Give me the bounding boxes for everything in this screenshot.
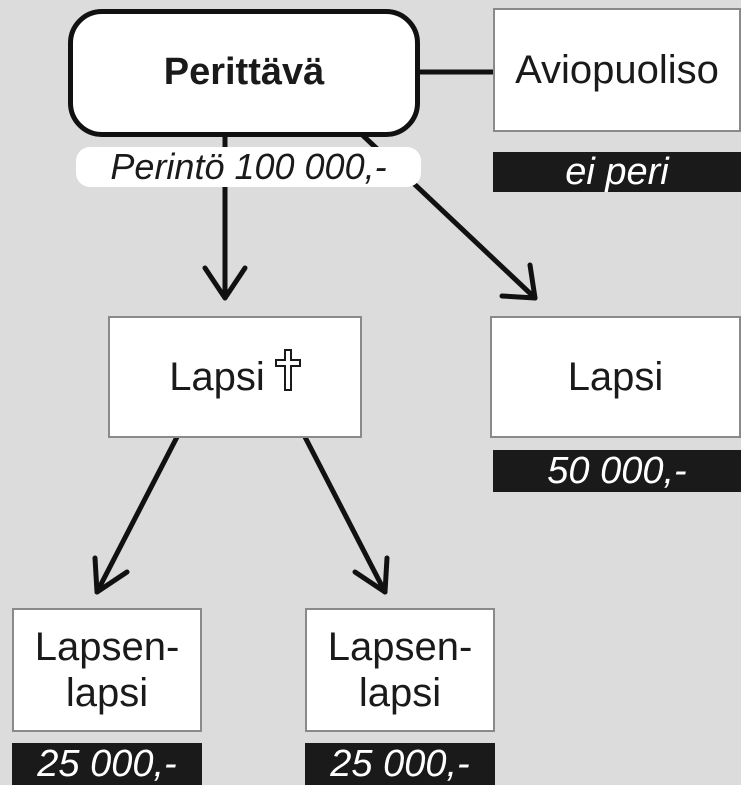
- cross-icon: [274, 349, 301, 401]
- spouse-share-tag: ei peri: [493, 152, 741, 192]
- grandchild-2-arrowhead: [352, 555, 390, 595]
- deceased-person-box: Perittävä: [68, 9, 420, 137]
- deceased-child-box: Lapsi: [108, 316, 362, 438]
- spouse-label: Aviopuoliso: [515, 48, 719, 92]
- grandchild-label-line1: Lapsen-: [327, 625, 473, 669]
- spouse-box: Aviopuoliso: [493, 8, 741, 132]
- grandchild-label-line2: lapsi: [65, 671, 149, 715]
- deceased-child-arrowhead: [202, 265, 248, 301]
- deceased-person-label: Perittävä: [163, 51, 325, 94]
- living-child-label: Lapsi: [567, 355, 664, 399]
- grandchild-label-line1: Lapsen-: [34, 625, 180, 669]
- grandchild-1-arrowhead: [92, 555, 130, 595]
- grandchild-share-tag: 25 000,-: [305, 743, 495, 785]
- grandchild-share-tag: 25 000,-: [12, 743, 202, 785]
- deceased-child-label: Lapsi: [169, 355, 265, 399]
- grandchild-2-connector: [302, 434, 388, 595]
- living-child-share-tag: 50 000,-: [493, 450, 741, 492]
- grandchild-box: Lapsen- lapsi: [305, 608, 495, 732]
- grandchild-label-line2: lapsi: [358, 671, 442, 715]
- living-child-arrowhead: [499, 262, 538, 301]
- grandchild-1-connector: [94, 434, 180, 595]
- living-child-box: Lapsi: [490, 316, 741, 438]
- grandchild-box: Lapsen- lapsi: [12, 608, 202, 732]
- inheritance-amount-label: Perintö 100 000,-: [76, 147, 421, 187]
